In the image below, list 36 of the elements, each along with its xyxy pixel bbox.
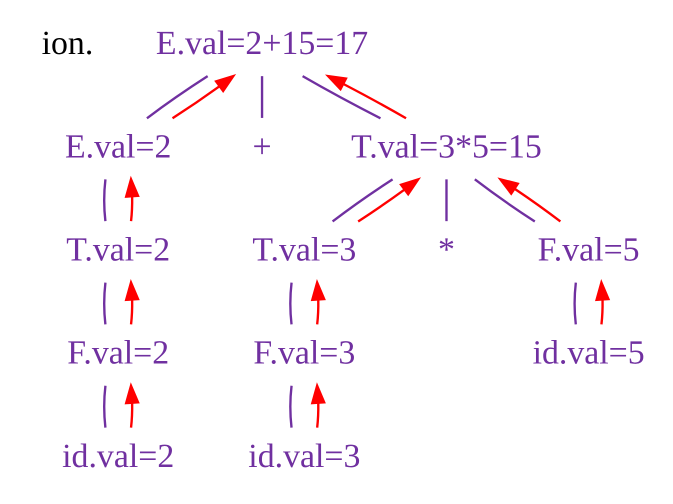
node-text: T.val=3 [252, 231, 356, 268]
node-text: T.val=3*5=15 [351, 128, 542, 166]
node-text: + [252, 128, 272, 166]
arrow [124, 279, 140, 324]
node-text: id.val=2 [62, 438, 174, 475]
arrow [124, 382, 140, 428]
connector [103, 179, 107, 222]
node-text: T.val=2 [66, 231, 170, 268]
connector [260, 76, 264, 118]
node-text: E.val=2+15=17 [156, 25, 368, 62]
connector [445, 179, 448, 222]
connector [103, 386, 107, 428]
connector [146, 75, 208, 120]
arrow [358, 177, 422, 222]
node-text: F.val=5 [538, 231, 640, 268]
connector [289, 386, 293, 428]
arrow [595, 279, 610, 324]
connector [103, 282, 107, 324]
node-text: id.val=5 [532, 334, 645, 372]
arrow [124, 176, 140, 222]
node-text: id.val=3 [248, 438, 360, 475]
node-text: F.val=2 [67, 334, 170, 372]
connector [474, 178, 536, 222]
node-text: F.val=3 [253, 334, 356, 372]
label: ion. [42, 25, 94, 62]
arrow [497, 177, 562, 222]
arrow [325, 74, 407, 120]
arrow [310, 279, 326, 324]
connector [289, 282, 293, 324]
node-text: E.val=2 [64, 128, 172, 166]
connector [302, 75, 382, 120]
arrow [310, 382, 326, 428]
arrow [172, 74, 236, 120]
connector [332, 178, 394, 222]
connector [573, 282, 577, 324]
node-text: * [438, 231, 455, 268]
